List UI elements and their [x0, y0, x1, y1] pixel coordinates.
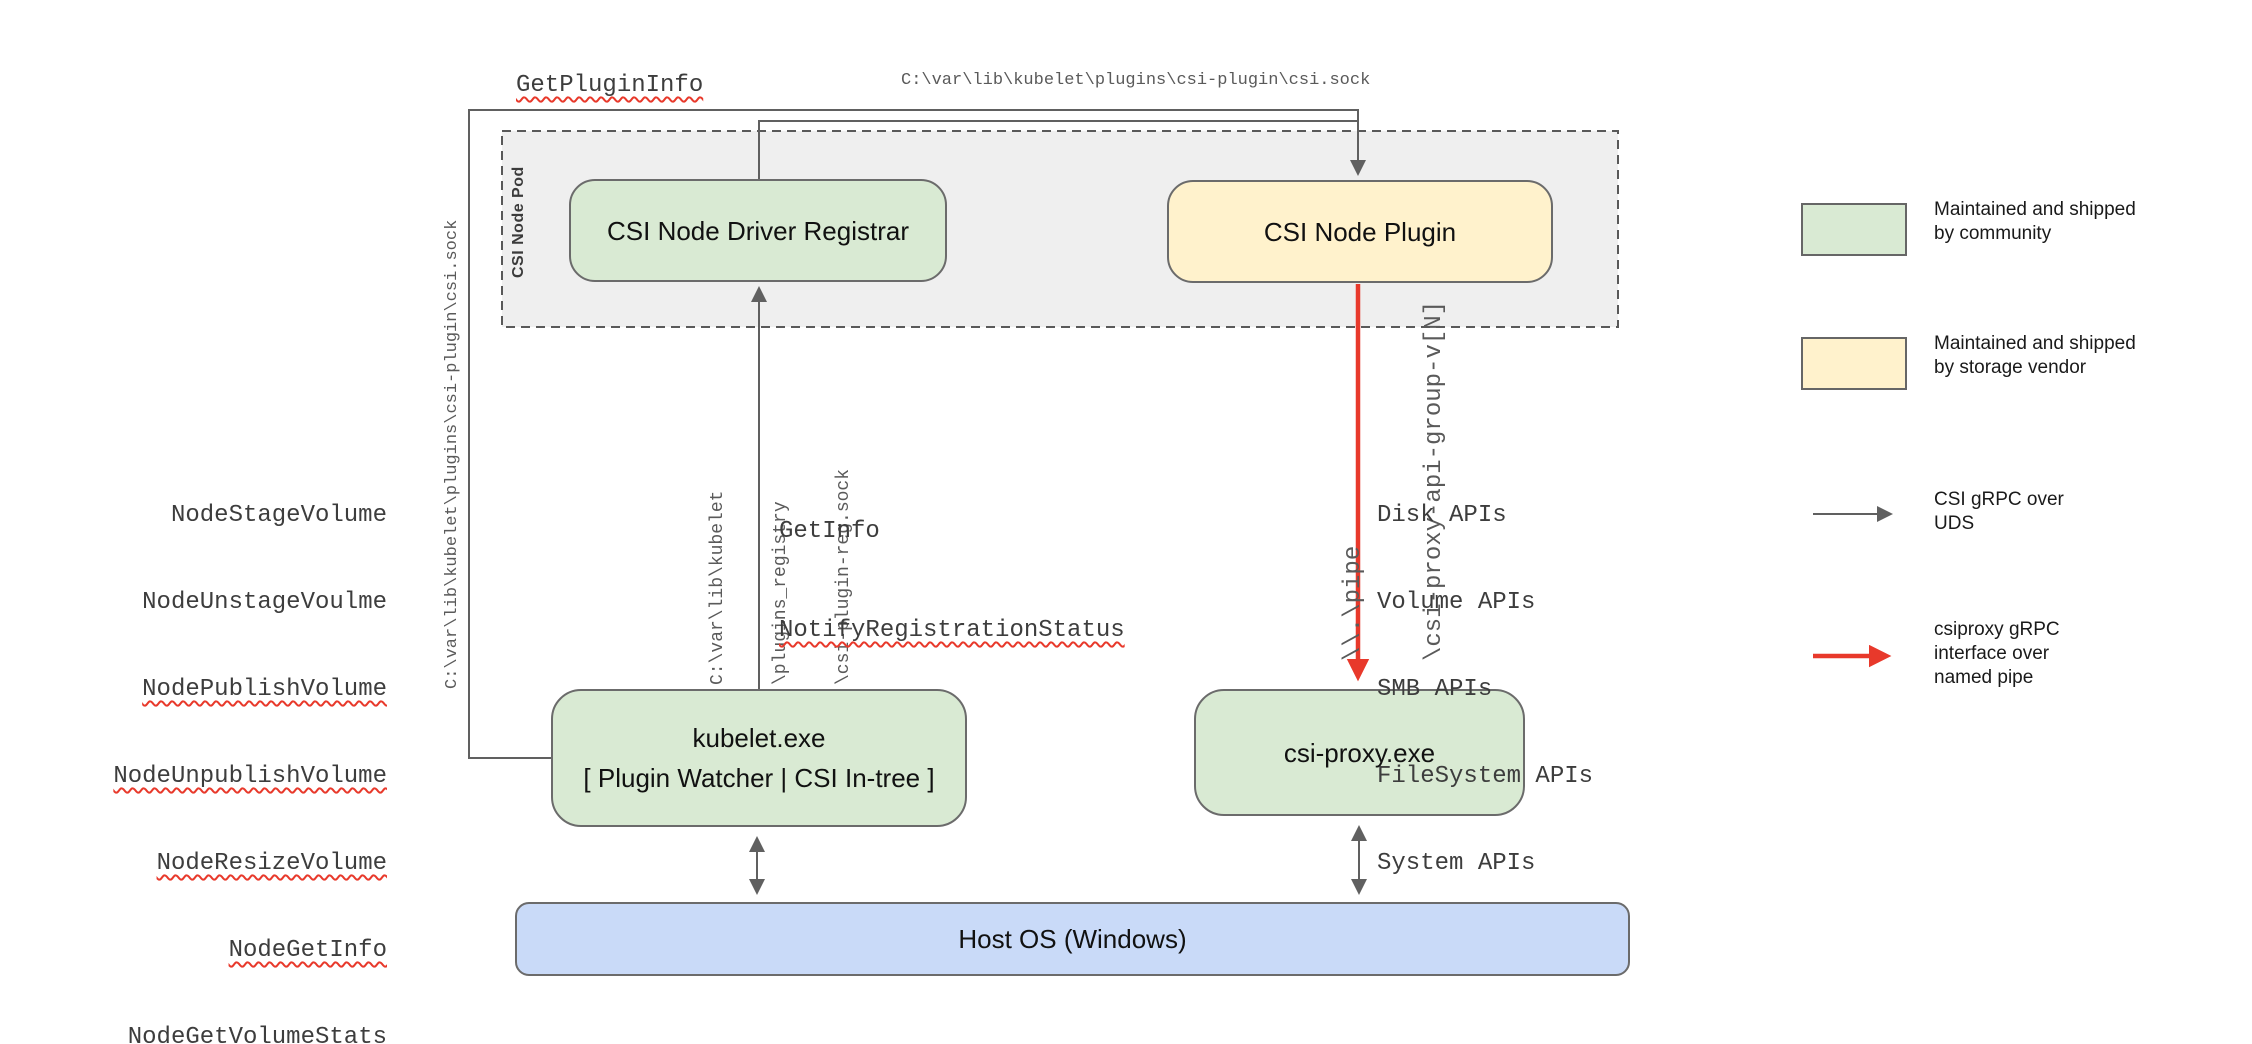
host-os-box: Host OS (Windows): [515, 902, 1630, 976]
legend-community-line2: by community: [1934, 223, 2052, 244]
legend-vendor-line2: by storage vendor: [1934, 357, 2087, 378]
registration-rpc-labels: GetInfo NotifyRegistrationStatus: [779, 449, 1125, 713]
notify-registration-status-label: NotifyRegistrationStatus: [779, 617, 1125, 644]
proxy-api-item: Disk APIs: [1377, 502, 1507, 529]
node-rpc-item: NodeUnstageVoulme: [142, 589, 387, 616]
legend-community-line1: Maintained and shipped: [1934, 199, 2136, 220]
node-rpc-item: NodeUnpublishVolume: [113, 763, 387, 790]
get-info-label: GetInfo: [779, 518, 880, 545]
proxy-api-item: System APIs: [1377, 850, 1536, 877]
get-plugin-info-label: GetPluginInfo: [516, 72, 704, 99]
legend-uds-line2: UDS: [1934, 513, 1975, 534]
csi-sock-path-left-label: C:\var\lib\kubelet\plugins\csi-plugin\cs…: [443, 219, 462, 689]
csi-node-plugin-box: CSI Node Plugin: [1167, 180, 1553, 283]
legend-namedpipe-line2: interface over: [1934, 643, 2050, 664]
host-os-label: Host OS (Windows): [958, 924, 1187, 954]
node-rpc-item: NodeResizeVolume: [156, 850, 387, 877]
kubelet-label-line2: [ Plugin Watcher | CSI In-tree ]: [583, 763, 935, 793]
proxy-api-item: SMB APIs: [1377, 676, 1493, 703]
proxy-api-list: Disk APIs Volume APIs SMB APIs FileSyste…: [1377, 443, 1593, 936]
csi-node-pod-label: CSI Node Pod: [510, 166, 527, 278]
csi-proxy-box: csi-proxy.exe: [1194, 689, 1525, 816]
node-rpc-item: NodeStageVolume: [170, 502, 387, 529]
csi-node-driver-registrar-box: CSI Node Driver Registrar: [569, 179, 947, 282]
proxy-api-item: FileSystem APIs: [1377, 763, 1594, 790]
csi-node-driver-registrar-label: CSI Node Driver Registrar: [607, 215, 909, 246]
legend-namedpipe-line1: csiproxy gRPC: [1934, 619, 2060, 640]
node-rpc-item: NodeGetVolumeStats: [127, 1024, 387, 1044]
proxy-api-item: Volume APIs: [1377, 589, 1536, 616]
registrar-to-plugin-line: [758, 120, 1357, 179]
csi-node-plugin-label: CSI Node Plugin: [1263, 216, 1457, 247]
legend-uds-label: CSI gRPC over UDS: [1934, 488, 2064, 536]
node-rpc-item: NodeGetInfo: [228, 937, 387, 964]
csi-proxy-label: csi-proxy.exe: [1283, 737, 1436, 768]
legend-vendor-label: Maintained and shipped by storage vendor: [1934, 332, 2136, 380]
legend-community-label: Maintained and shipped by community: [1934, 198, 2136, 246]
legend-vendor-swatch: [1801, 337, 1907, 390]
node-rpc-item: NodePublishVolume: [142, 676, 387, 703]
registry-sock-line: C:\var\lib\kubelet: [708, 490, 728, 685]
named-pipe-line: \\.\pipe: [1340, 545, 1367, 661]
legend-namedpipe-label: csiproxy gRPC interface over named pipe: [1934, 618, 2060, 690]
kubelet-label-line1: kubelet.exe: [692, 723, 826, 753]
kubelet-to-plugin-line: [468, 109, 1366, 759]
legend-community-swatch: [1801, 203, 1907, 256]
kubelet-box: kubelet.exe [ Plugin Watcher | CSI In-tr…: [551, 689, 967, 827]
legend-vendor-line1: Maintained and shipped: [1934, 333, 2136, 354]
legend-uds-line1: CSI gRPC over: [1934, 489, 2064, 510]
legend-namedpipe-line3: named pipe: [1934, 667, 2034, 688]
node-rpc-list: NodeStageVolume NodeUnstageVoulme NodePu…: [60, 443, 387, 1044]
csi-sock-path-top-label: C:\var\lib\kubelet\plugins\csi-plugin\cs…: [901, 71, 1371, 90]
